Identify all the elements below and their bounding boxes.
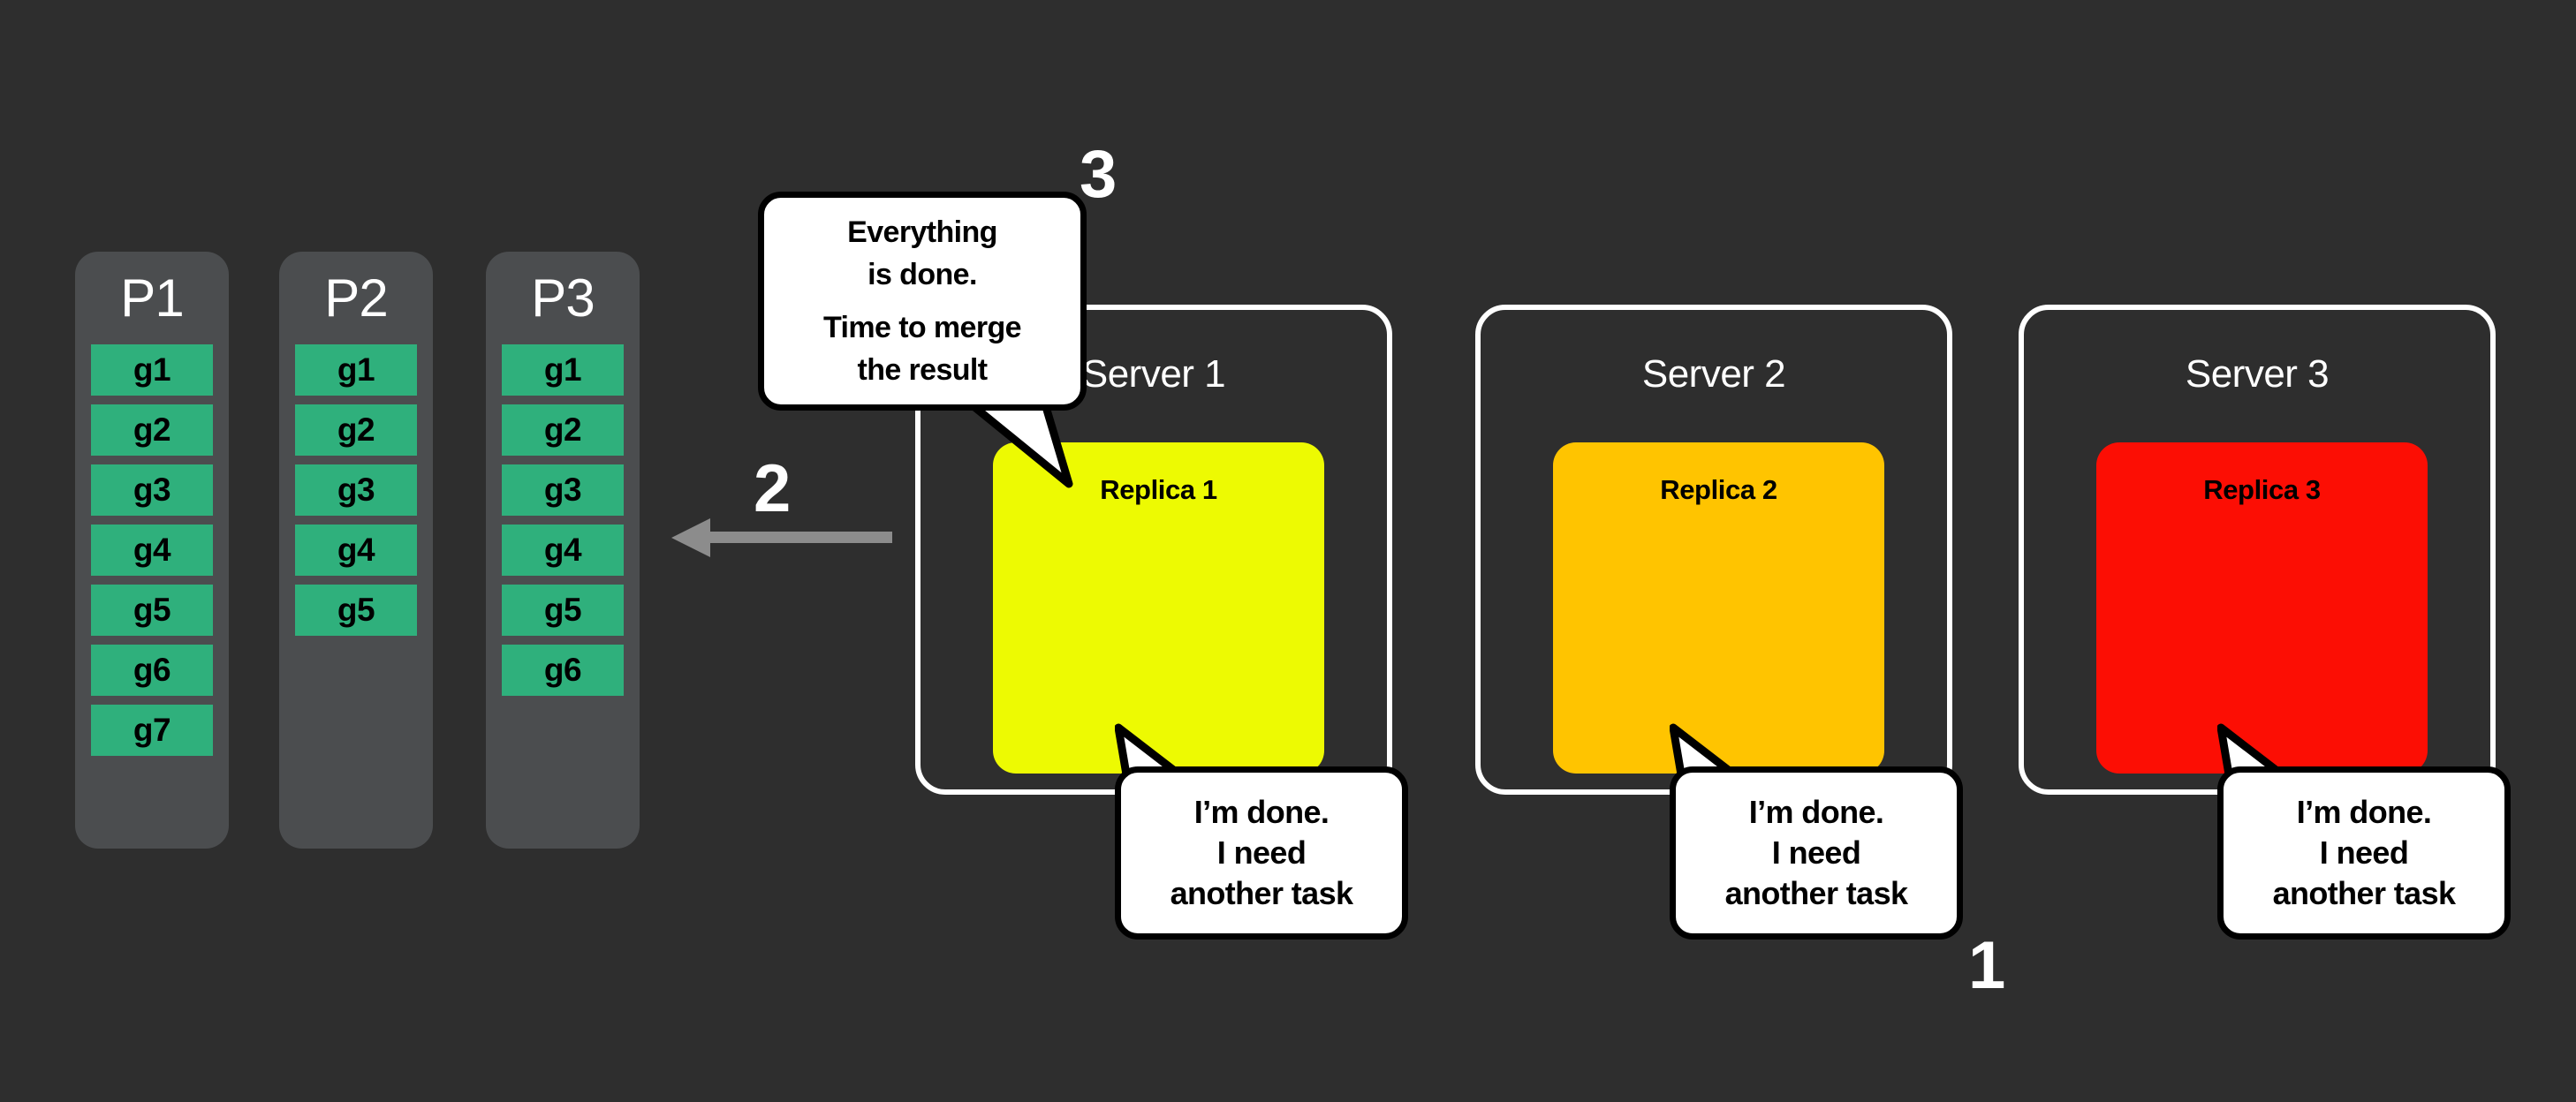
task-chip[interactable]: g4 <box>295 525 417 576</box>
bubble-line: I’m done. <box>1748 794 1884 830</box>
server-title: Server 2 <box>1641 352 1786 396</box>
bubble-line: I need <box>1216 834 1307 871</box>
bubble-line: Everything <box>847 215 997 249</box>
task-chip[interactable]: g5 <box>295 585 417 636</box>
partition-column-p1: P1 g1 g2 g3 g4 g5 g6 g7 <box>75 252 229 849</box>
bubble-line: I’m done. <box>2296 794 2432 830</box>
task-chip[interactable]: g3 <box>502 464 624 516</box>
task-chip[interactable]: g6 <box>91 645 213 696</box>
task-chip[interactable]: g1 <box>91 344 213 396</box>
step-number-3: 3 <box>1080 137 1118 212</box>
bubble-line: is done. <box>868 258 977 291</box>
replica-box-3[interactable]: Replica 3 <box>2096 442 2428 774</box>
replica-label: Replica 3 <box>2203 474 2321 505</box>
server-title: Server 1 <box>1081 352 1226 396</box>
task-chip[interactable]: g5 <box>502 585 624 636</box>
server-panel-2: Server 2 Replica 2 <box>1475 305 1952 795</box>
speech-bubble-server-2: I’m done. I need another task <box>1670 766 1963 940</box>
step-number-1: 1 <box>1968 928 2006 1003</box>
task-chip[interactable]: g2 <box>502 404 624 456</box>
merge-arrow <box>671 517 892 558</box>
task-chip[interactable]: g2 <box>91 404 213 456</box>
task-chip[interactable]: g2 <box>295 404 417 456</box>
speech-bubble-server-1: I’m done. I need another task <box>1115 766 1408 940</box>
partition-title: P3 <box>531 268 595 328</box>
server-title: Server 3 <box>2185 352 2330 396</box>
task-chip[interactable]: g6 <box>502 645 624 696</box>
bubble-line: the result <box>857 353 988 387</box>
partition-title: P1 <box>120 268 184 328</box>
bubble-line: another task <box>1724 875 1908 911</box>
replica-box-1[interactable]: Replica 1 <box>993 442 1324 774</box>
task-chip[interactable]: g3 <box>295 464 417 516</box>
task-chip[interactable]: g4 <box>502 525 624 576</box>
bubble-line: I need <box>1771 834 1861 871</box>
task-chip[interactable]: g4 <box>91 525 213 576</box>
bubble-line: I’m done. <box>1193 794 1330 830</box>
task-chip[interactable]: g3 <box>91 464 213 516</box>
bubble-line: I need <box>2319 834 2409 871</box>
bubble-line: Time to merge <box>823 311 1022 344</box>
partition-title: P2 <box>324 268 388 328</box>
replica-box-2[interactable]: Replica 2 <box>1553 442 1884 774</box>
speech-bubble-server-3: I’m done. I need another task <box>2217 766 2511 940</box>
server-panel-1: Server 1 Replica 1 <box>915 305 1392 795</box>
replica-label: Replica 1 <box>1100 474 1217 505</box>
task-chip[interactable]: g1 <box>295 344 417 396</box>
speech-bubble-merge: Everything is done. Time to merge the re… <box>758 192 1087 411</box>
task-chip[interactable]: g1 <box>502 344 624 396</box>
step-number-2: 2 <box>754 451 792 526</box>
replica-label: Replica 2 <box>1660 474 1777 505</box>
arrow-left-icon <box>671 518 892 557</box>
server-panel-3: Server 3 Replica 3 <box>2019 305 2496 795</box>
partition-column-p3: P3 g1 g2 g3 g4 g5 g6 <box>486 252 640 849</box>
task-list: g1 g2 g3 g4 g5 g6 <box>502 344 624 696</box>
task-chip[interactable]: g7 <box>91 705 213 756</box>
bubble-line: another task <box>2272 875 2456 911</box>
task-chip[interactable]: g5 <box>91 585 213 636</box>
task-list: g1 g2 g3 g4 g5 <box>295 344 417 636</box>
partition-column-p2: P2 g1 g2 g3 g4 g5 <box>279 252 433 849</box>
bubble-line: another task <box>1170 875 1353 911</box>
task-list: g1 g2 g3 g4 g5 g6 g7 <box>91 344 213 756</box>
